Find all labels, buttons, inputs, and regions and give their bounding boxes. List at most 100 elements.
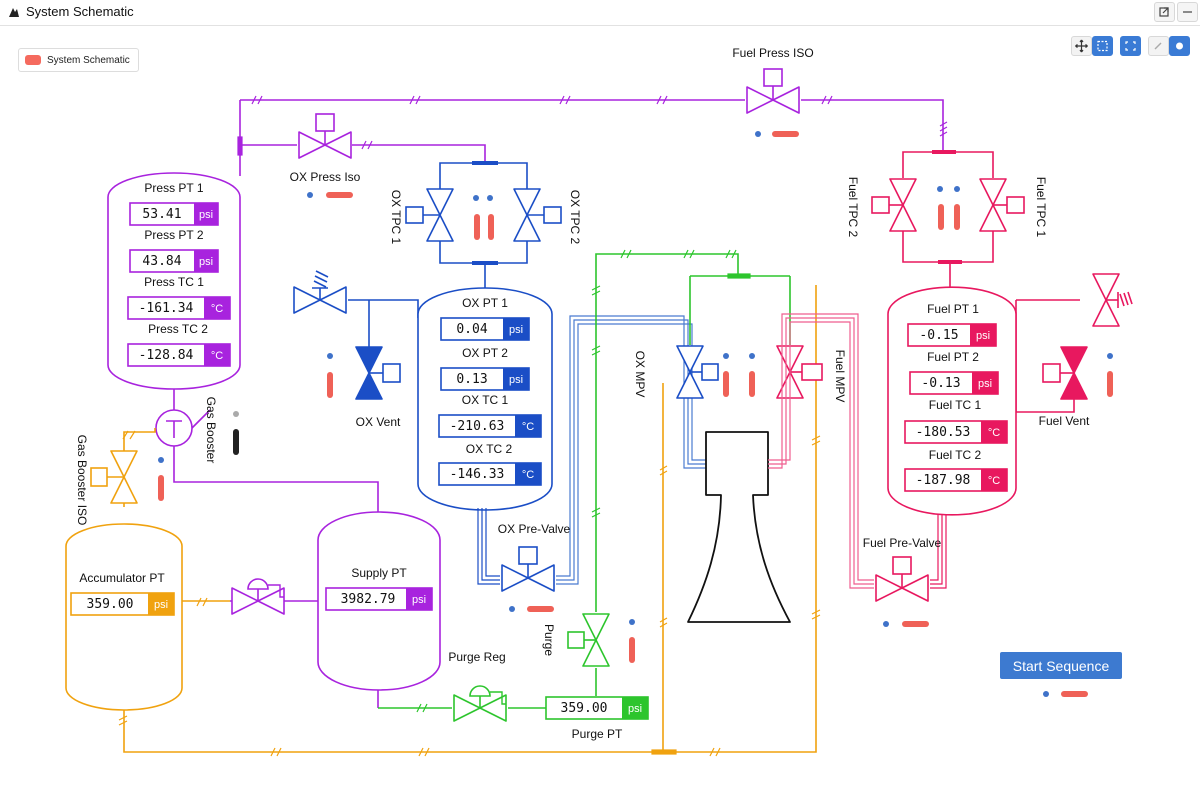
press-pt1-label: Press PT 1 xyxy=(144,181,203,195)
press-tank: Press PT 1 53.41 psi Press PT 2 43.84 ps… xyxy=(107,172,241,390)
popout-button[interactable] xyxy=(1154,2,1175,22)
schematic-canvas: Press PT 1 53.41 psi Press PT 2 43.84 ps… xyxy=(65,46,1133,757)
pan-tool-button[interactable] xyxy=(1071,36,1092,56)
ox-tc2-unit: °C xyxy=(522,469,534,481)
ox-pt1-unit: psi xyxy=(509,324,523,336)
supply-pt-unit: psi xyxy=(412,594,426,606)
start-sequence-indicator-bar xyxy=(1061,691,1088,697)
ox-press-iso-valve[interactable] xyxy=(298,113,352,159)
fit-view-button[interactable] xyxy=(1120,36,1141,56)
fuel-pre-valve-indicator-dot xyxy=(883,621,889,627)
purge-label: Purge xyxy=(542,624,556,656)
ox-vent-valve[interactable] xyxy=(355,346,401,400)
ox-pt1-value: 0.04 xyxy=(456,322,487,337)
move-icon xyxy=(1075,39,1088,53)
select-box-icon xyxy=(1097,40,1108,52)
ox-press-iso-label: OX Press Iso xyxy=(290,170,361,184)
fuel-press-iso-indicator-dot xyxy=(755,131,761,137)
fuel-pre-valve-indicator-bar xyxy=(902,621,929,627)
gas-booster-iso-valve[interactable] xyxy=(90,450,138,504)
ox-tpc-2-indicator-bar xyxy=(488,214,494,240)
fuel-vent-indicator-dot xyxy=(1107,353,1113,359)
fuel-vent-indicator-bar xyxy=(1107,371,1113,397)
fuel-pre-valve[interactable] xyxy=(875,556,929,602)
supply-regulator-valve[interactable] xyxy=(230,578,318,615)
press-tc1-value: -161.34 xyxy=(139,301,194,316)
ox-vent-indicator-dot xyxy=(327,353,333,359)
press-tc1-unit: °C xyxy=(211,303,223,315)
gas-booster-iso-indicator-bar xyxy=(158,475,164,501)
fuel-pt1-unit: psi xyxy=(976,330,990,342)
press-pt1-unit: psi xyxy=(199,209,213,221)
ox-press-iso-indicator-bar xyxy=(326,192,353,198)
ox-mpv-indicator-dot xyxy=(723,353,729,359)
pencil-icon xyxy=(1154,42,1162,50)
accumulator-line-breaks xyxy=(118,430,821,757)
ox-press-iso-indicator-dot xyxy=(307,192,313,198)
fuel-pre-valve-label: Fuel Pre-Valve xyxy=(863,536,942,550)
engine-nozzle xyxy=(687,431,791,623)
gas-booster-indicator-dot xyxy=(233,411,239,417)
ox-tpc-2-valve[interactable] xyxy=(513,188,562,242)
fuel-pt2-label: Fuel PT 2 xyxy=(927,350,979,364)
ox-feed-lines xyxy=(477,315,706,585)
press-pt2-label: Press PT 2 xyxy=(144,228,203,242)
ox-tpc-1-indicator-dot xyxy=(473,195,479,201)
gas-booster-pump[interactable] xyxy=(155,409,193,447)
legend-label: System Schematic xyxy=(47,54,130,66)
purge-valve[interactable] xyxy=(567,613,610,667)
app-logo-icon xyxy=(9,8,19,17)
window-title: System Schematic xyxy=(26,4,134,19)
gas-booster-indicator-bar xyxy=(233,429,239,455)
ox-pt2-value: 0.13 xyxy=(456,372,487,387)
ox-vent-manual-valve[interactable] xyxy=(293,270,347,314)
fuel-pt2-value: -0.13 xyxy=(921,376,960,391)
dot-icon xyxy=(1176,42,1183,50)
fuel-tpc-1-label: Fuel TPC 1 xyxy=(1034,177,1048,238)
press-line-breaks xyxy=(237,95,948,156)
fuel-press-iso-valve[interactable] xyxy=(746,68,800,114)
ox-vent-indicator-bar xyxy=(327,372,333,398)
ox-tc1-unit: °C xyxy=(522,421,534,433)
ox-tpc-1-label: OX TPC 1 xyxy=(389,190,403,245)
accumulator-pt-value: 359.00 xyxy=(87,597,134,612)
ox-tpc-1-valve[interactable] xyxy=(405,188,454,242)
ox-mpv-valve[interactable] xyxy=(676,345,719,399)
purge-pt-box: 359.00 psi xyxy=(545,696,649,720)
ox-mpv-indicator-bar xyxy=(723,371,729,397)
fuel-tpc-1-indicator-bar xyxy=(954,204,960,230)
purge-pt-unit: psi xyxy=(628,703,642,715)
accumulator-pt-label: Accumulator PT xyxy=(79,571,165,585)
fuel-tpc-2-indicator-bar xyxy=(938,204,944,230)
minimize-button[interactable] xyxy=(1177,2,1198,22)
fuel-tc2-label: Fuel TC 2 xyxy=(929,448,982,462)
start-sequence-button[interactable]: Start Sequence xyxy=(1000,652,1122,679)
purge-line-breaks xyxy=(416,249,751,713)
press-pt1-value: 53.41 xyxy=(142,207,181,222)
accumulator-tank: Accumulator PT 359.00 psi xyxy=(65,523,183,711)
control-mode-button[interactable] xyxy=(1169,36,1190,56)
supply-pt-value: 3982.79 xyxy=(341,592,396,607)
ox-pre-valve-indicator-bar xyxy=(527,606,554,612)
fuel-pt1-value: -0.15 xyxy=(919,328,958,343)
legend-chip[interactable]: System Schematic xyxy=(18,48,139,72)
fuel-tpc-2-valve[interactable] xyxy=(871,178,917,232)
fuel-vent-manual-valve[interactable] xyxy=(1092,273,1133,327)
fuel-tpc-1-valve[interactable] xyxy=(979,178,1025,232)
purge-reg-valve[interactable] xyxy=(453,685,507,722)
edit-mode-button[interactable] xyxy=(1148,36,1169,56)
ox-tc2-label: OX TC 2 xyxy=(466,442,513,456)
minimize-icon xyxy=(1183,11,1192,13)
fuel-tc2-value: -187.98 xyxy=(916,473,971,488)
fuel-mpv-valve[interactable] xyxy=(776,345,823,399)
purge-indicator-bar xyxy=(629,637,635,663)
fullscreen-icon xyxy=(1125,41,1136,51)
fuel-vent-valve[interactable] xyxy=(1042,346,1088,400)
fuel-tpc-2-indicator-dot xyxy=(937,186,943,192)
select-tool-button[interactable] xyxy=(1092,36,1113,56)
fuel-mpv-label: Fuel MPV xyxy=(833,350,847,403)
ox-pre-valve[interactable] xyxy=(501,546,555,592)
fuel-mpv-indicator-bar xyxy=(749,371,755,397)
gas-booster-iso-label: Gas Booster ISO xyxy=(75,435,89,526)
ox-vent-label: OX Vent xyxy=(356,415,401,429)
